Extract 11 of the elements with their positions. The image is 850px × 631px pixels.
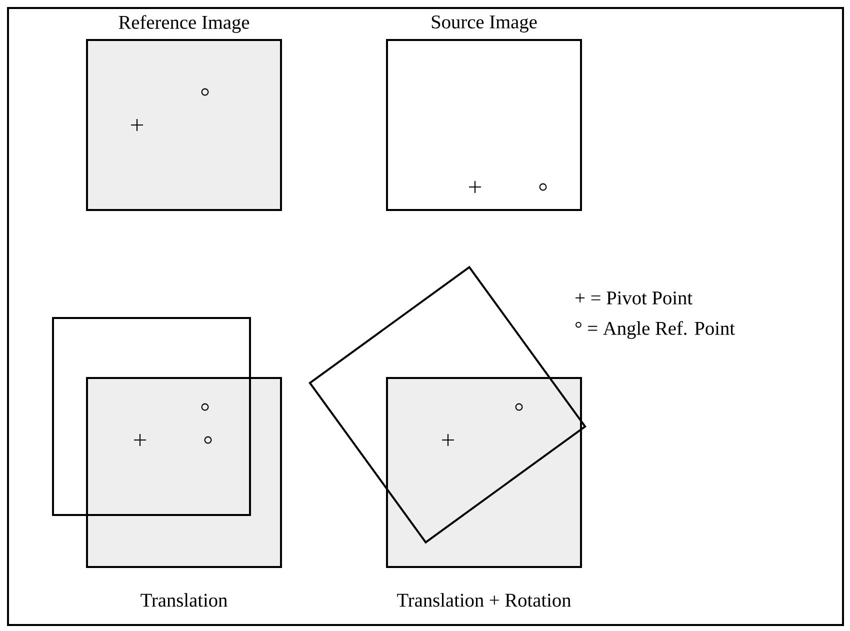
node-label: Reference Image: [118, 15, 250, 33]
node-label: Translation: [140, 593, 228, 607]
node-label: Translation + Rotation: [397, 593, 571, 607]
image-box: Reference Image: [86, 15, 282, 211]
image-box: Translation + Rotation: [386, 377, 582, 607]
image-box: Source Image: [386, 16, 582, 211]
outline-box: [52, 317, 251, 516]
node-label: Source Image: [432, 16, 537, 32]
image-box: Translation: [86, 377, 282, 607]
legend-text: + = Pivot Point: [576, 292, 692, 304]
legend-text: ° = Angle Ref. Point: [576, 321, 735, 339]
